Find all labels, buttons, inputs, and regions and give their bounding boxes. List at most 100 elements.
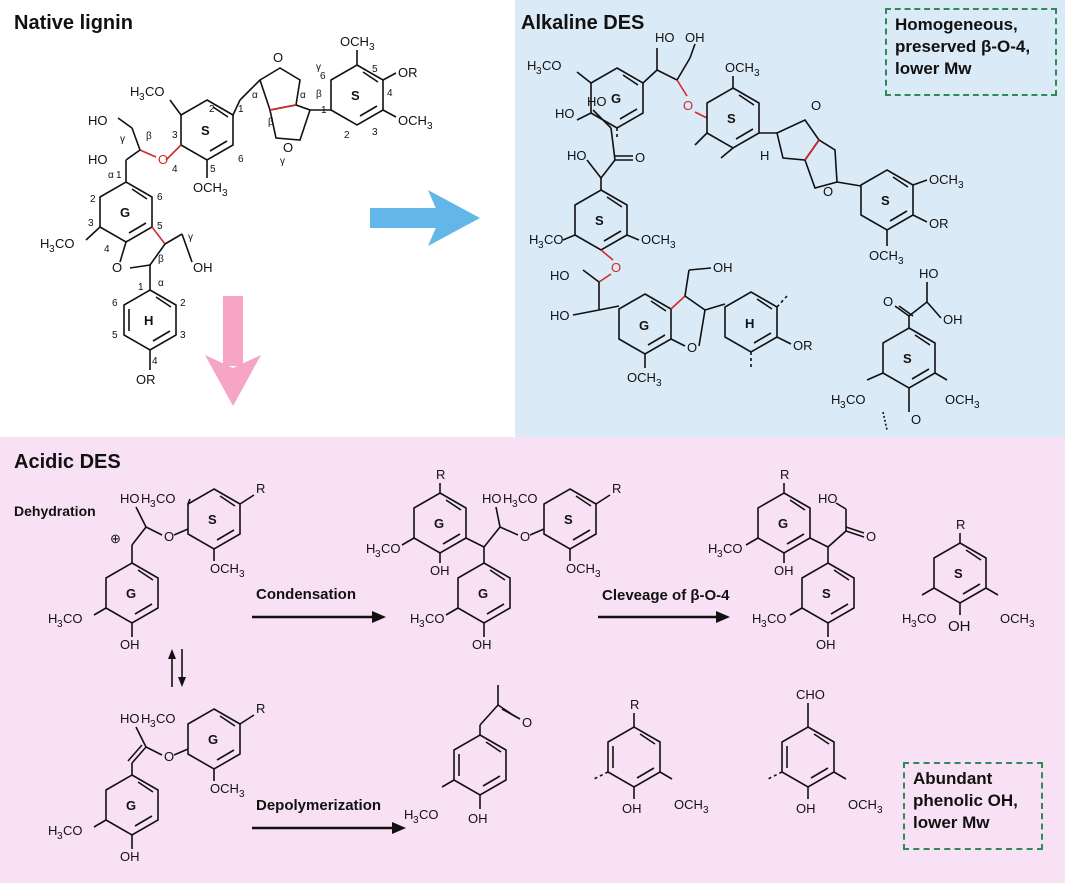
ring-label: H (745, 316, 754, 331)
svg-text:CO: CO (767, 611, 787, 626)
svg-text:6: 6 (112, 298, 118, 309)
ring-label: G (611, 91, 621, 106)
svg-text:H: H (141, 711, 150, 726)
svg-text:H: H (752, 611, 761, 626)
svg-text:OR: OR (929, 216, 949, 231)
svg-text:CO: CO (55, 236, 75, 251)
svg-text:3: 3 (413, 815, 419, 826)
resinol-linkage: O O γβ αα βγ (239, 50, 331, 167)
svg-text:OCH: OCH (627, 370, 656, 385)
svg-text:O: O (522, 715, 532, 730)
svg-text:CO: CO (381, 541, 401, 556)
svg-text:HO: HO (550, 308, 570, 323)
svg-text:3: 3 (656, 378, 662, 389)
acidic-des-panel: Acidic DES Dehydration Condensation Clev… (0, 437, 1065, 883)
svg-text:HO: HO (88, 152, 108, 167)
svg-text:CO: CO (544, 232, 564, 247)
ring-label: S (564, 512, 573, 527)
svg-text:5: 5 (210, 164, 216, 175)
svg-text:3: 3 (595, 569, 601, 580)
svg-text:3: 3 (150, 719, 156, 730)
ring-label: S (208, 512, 217, 527)
svg-text:3: 3 (512, 499, 518, 510)
svg-text:OH: OH (468, 811, 488, 826)
svg-text:1: 1 (116, 170, 122, 181)
acidic-callout: Abundant phenolic OH, lower Mw (903, 762, 1043, 850)
svg-text:R: R (256, 481, 265, 496)
svg-text:H: H (708, 541, 717, 556)
svg-text:H: H (366, 541, 375, 556)
svg-text:4: 4 (172, 164, 178, 175)
svg-text:R: R (630, 697, 639, 712)
svg-text:OCH: OCH (566, 561, 595, 576)
svg-text:3: 3 (372, 127, 378, 138)
svg-text:OH: OH (120, 849, 140, 864)
svg-text:HO: HO (567, 148, 587, 163)
svg-text:OH: OH (713, 260, 733, 275)
svg-text:O: O (687, 340, 697, 355)
svg-text:3: 3 (898, 256, 904, 267)
svg-text:H: H (48, 823, 57, 838)
svg-text:3: 3 (239, 789, 245, 800)
svg-text:OH: OH (622, 801, 642, 816)
svg-text:2: 2 (90, 194, 96, 205)
svg-text:β: β (316, 89, 322, 100)
svg-text:3: 3 (911, 619, 917, 630)
svg-text:OR: OR (793, 338, 813, 353)
ring-label: G (478, 586, 488, 601)
svg-text:O: O (911, 412, 921, 427)
svg-text:OCH: OCH (869, 248, 898, 263)
svg-text:3: 3 (150, 499, 156, 510)
svg-text:5: 5 (157, 221, 163, 232)
svg-text:1: 1 (138, 282, 144, 293)
svg-text:CO: CO (518, 491, 538, 506)
svg-text:3: 3 (139, 92, 145, 103)
svg-text:CO: CO (542, 58, 562, 73)
svg-text:CO: CO (419, 807, 439, 822)
svg-text:OH: OH (193, 260, 213, 275)
svg-text:OCH: OCH (848, 797, 877, 812)
svg-text:3: 3 (172, 130, 178, 141)
ring-label: S (351, 88, 360, 103)
ring-label: G (120, 205, 130, 220)
svg-text:3: 3 (49, 244, 55, 255)
svg-text:HO: HO (655, 30, 675, 45)
svg-text:CO: CO (917, 611, 937, 626)
svg-text:CO: CO (846, 392, 866, 407)
svg-text:3: 3 (877, 805, 883, 816)
svg-text:3: 3 (88, 218, 94, 229)
svg-text:3: 3 (958, 180, 964, 191)
svg-text:H: H (831, 392, 840, 407)
svg-text:OCH: OCH (340, 34, 369, 49)
svg-text:6: 6 (320, 71, 326, 82)
svg-text:H: H (503, 491, 512, 506)
svg-text:4: 4 (152, 356, 158, 367)
svg-text:HO: HO (587, 94, 607, 109)
svg-text:2: 2 (209, 104, 215, 115)
svg-text:OH: OH (796, 801, 816, 816)
svg-text:OH: OH (120, 637, 140, 652)
svg-text:3: 3 (57, 619, 63, 630)
svg-text:R: R (436, 467, 445, 482)
down-arrow-icon (205, 296, 261, 406)
svg-text:3: 3 (840, 400, 846, 411)
svg-text:3: 3 (703, 805, 709, 816)
condensation-arrow-icon (252, 611, 386, 623)
svg-text:3: 3 (419, 619, 425, 630)
depolymerization-arrow-icon (252, 822, 406, 834)
svg-text:2: 2 (180, 298, 186, 309)
svg-text:HO: HO (88, 113, 108, 128)
svg-text:OCH: OCH (1000, 611, 1029, 626)
svg-text:3: 3 (754, 68, 760, 79)
svg-text:OR: OR (136, 372, 156, 387)
svg-text:3: 3 (1029, 619, 1035, 630)
svg-text:β: β (268, 117, 274, 128)
